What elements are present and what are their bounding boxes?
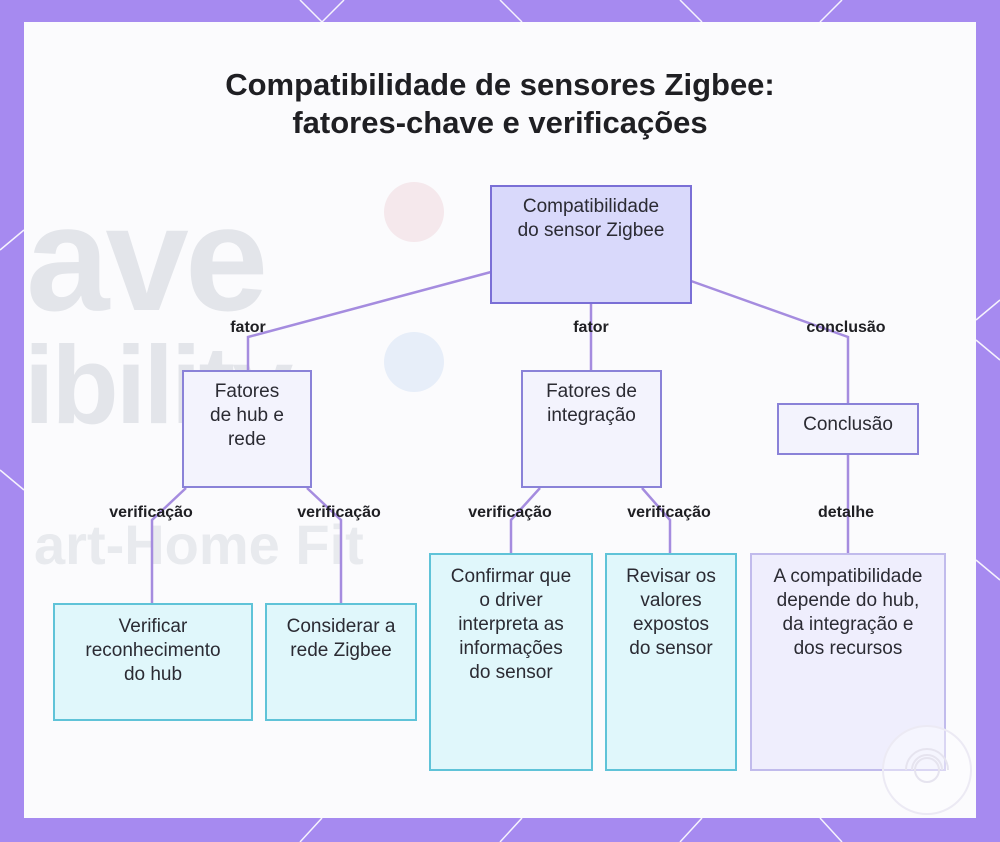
brand-logo-icon	[882, 725, 972, 815]
edge-label-integration-review: verificação	[627, 504, 711, 521]
edge-label-root-integration: fator	[573, 319, 609, 336]
node-consider-network-label: Considerar a rede Zigbee	[286, 616, 396, 661]
edge-label-integration-confirm: verificação	[468, 504, 552, 521]
edge-root-conclusion	[690, 279, 850, 403]
node-conclusion-detail-label: A compatibilidade depende do hub, da int…	[773, 566, 923, 659]
node-confirm-driver-label: Confirmar que o driver interpreta as inf…	[450, 566, 572, 683]
node-confirm-driver: Confirmar que o driver interpreta as inf…	[429, 553, 593, 771]
node-integration-label: Fatores de integração	[546, 381, 637, 426]
node-integration: Fatores de integração	[521, 370, 662, 488]
edge-hub-verify	[150, 487, 187, 604]
title-line-2: fatores-chave e verificações	[292, 105, 708, 140]
node-review-values: Revisar os valores expostos do sensor	[605, 553, 737, 771]
node-review-values-label: Revisar os valores expostos do sensor	[626, 566, 716, 659]
edge-label-root-conclusion: conclusão	[806, 319, 886, 336]
edge-label-hub-consider: verificação	[297, 504, 381, 521]
node-hub-network: Fatores de hub e rede	[182, 370, 312, 488]
background-watermark: art-Home Fit	[34, 513, 364, 576]
background-watermark: ave	[26, 174, 268, 342]
node-root: Compatibilidade do sensor Zigbee	[490, 185, 692, 304]
edge-integration-confirm	[509, 487, 541, 554]
node-conclusion-detail: A compatibilidade depende do hub, da int…	[750, 553, 946, 771]
edge-label-conclusion-detail: detalhe	[817, 504, 875, 521]
node-conclusion-label: Conclusão	[803, 414, 893, 435]
edge-root-hub	[246, 270, 492, 371]
node-conclusion: Conclusão	[777, 403, 919, 455]
node-hub-network-label: Fatores de hub e rede	[210, 381, 284, 450]
node-verify-hub-label: Verificar reconhecimento do hub	[85, 616, 221, 685]
background-blur-shape	[384, 182, 444, 242]
edge-integration-review	[641, 487, 672, 554]
node-consider-network: Considerar a rede Zigbee	[265, 603, 417, 721]
diagram-title: Compatibilidade de sensores Zigbee: fato…	[0, 66, 1000, 142]
title-line-1: Compatibilidade de sensores Zigbee:	[225, 67, 775, 102]
node-verify-hub: Verificar reconhecimento do hub	[53, 603, 253, 721]
node-root-label: Compatibilidade do sensor Zigbee	[517, 196, 665, 241]
background-blur-shape	[384, 332, 444, 392]
edge-hub-consider	[306, 487, 343, 604]
edge-label-root-hub: fator	[230, 319, 266, 336]
edge-label-hub-verify: verificação	[109, 504, 193, 521]
